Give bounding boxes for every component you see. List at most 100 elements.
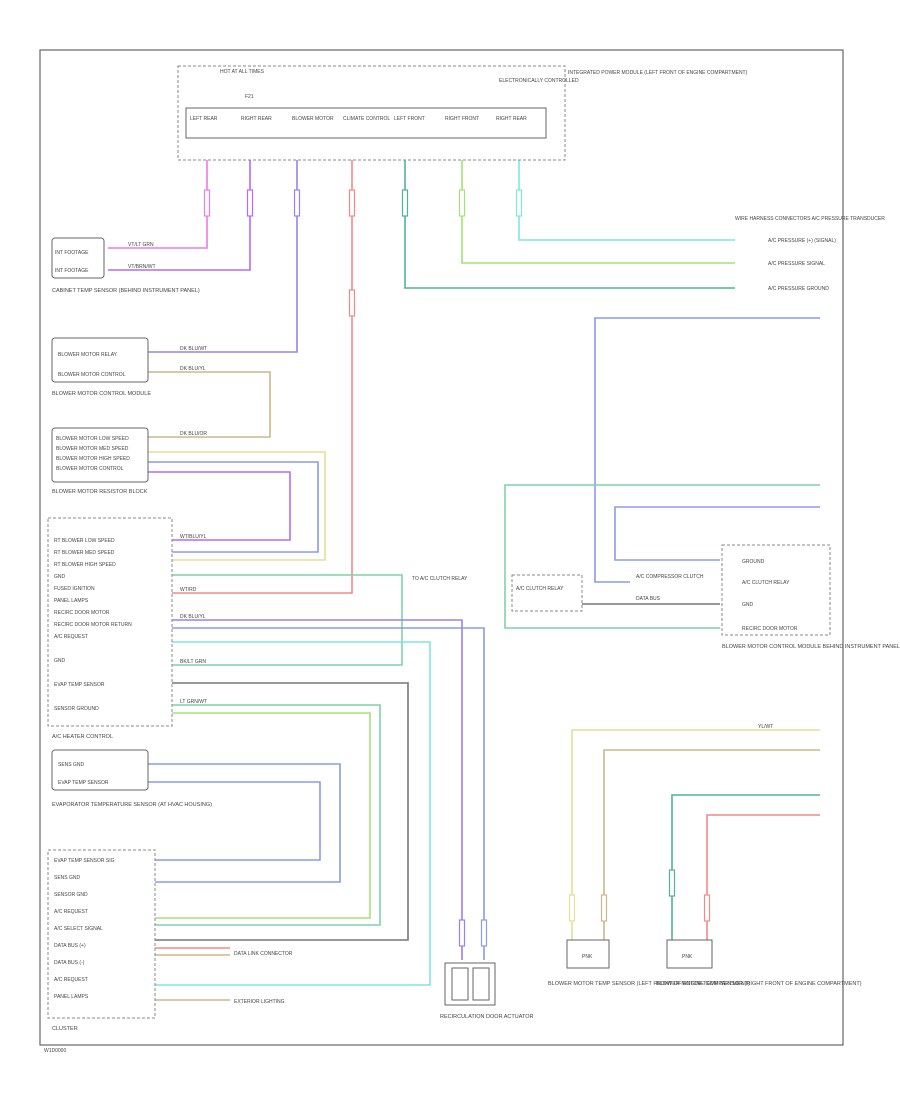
relay-caption: A/C CLUTCH RELAY bbox=[516, 586, 564, 592]
hvac-pin-12: EVAP TEMP SENSOR bbox=[54, 682, 105, 688]
wire-blue-right bbox=[594, 317, 820, 583]
right-relay-label-3: GND bbox=[742, 602, 754, 608]
hvac-pin-14: SENSOR GROUND bbox=[54, 706, 99, 712]
right-relay-label-4: RECIRC DOOR MOTOR bbox=[742, 626, 798, 632]
wire-blue-3 bbox=[172, 627, 485, 960]
cluster-pin-5: DATA BUS (+) bbox=[54, 943, 86, 949]
top-cell-6: RIGHT REAR bbox=[496, 116, 527, 122]
wire-violet-2 bbox=[172, 619, 463, 960]
right-temp-sensor-box bbox=[666, 939, 713, 969]
wire-label-1: VT/LT GRN bbox=[128, 242, 154, 248]
resistor-pin-0: BLOWER MOTOR LOW SPEED bbox=[56, 436, 129, 442]
connector-stub-4 bbox=[401, 189, 409, 217]
connector-stubs bbox=[203, 189, 711, 947]
hvac-control-box bbox=[47, 517, 173, 727]
wire-blue-right-2 bbox=[614, 506, 820, 561]
wire-label-8: BK/LT GRN bbox=[180, 659, 206, 665]
top-module-sub: ELECTRONICALLY CONTROLLED bbox=[499, 78, 579, 84]
right-caption: BLOWER MOTOR CONTROL MODULE BEHIND INSTR… bbox=[722, 644, 900, 650]
pressure-label-3: A/C PRESSURE GROUND bbox=[768, 286, 829, 292]
recirc-caption: RECIRCULATION DOOR ACTUATOR bbox=[440, 1014, 534, 1020]
connector-stub-13 bbox=[703, 894, 711, 922]
wire-violet bbox=[148, 160, 298, 353]
cluster-pin-7: A/C REQUEST bbox=[54, 977, 88, 983]
cabinet-sensor-box bbox=[51, 237, 105, 279]
wire-green-right bbox=[504, 484, 820, 629]
left-temp-sensor-label: PNK bbox=[582, 954, 593, 960]
resistor-block-caption: BLOWER MOTOR RESISTOR BLOCK bbox=[52, 489, 148, 495]
cluster-box bbox=[47, 849, 156, 1019]
cluster-pin-0: EVAP TEMP SENSOR SIG bbox=[54, 858, 115, 864]
connector-stub-1 bbox=[246, 189, 254, 217]
wire-pink bbox=[108, 160, 208, 249]
cabinet-sensor-pin-1: INT FOOTAGE bbox=[55, 250, 89, 256]
right-relay-label-1: GROUND bbox=[742, 559, 765, 565]
wire-teal bbox=[404, 160, 735, 289]
wire-label-11: YL/WT bbox=[758, 724, 773, 730]
right-temp-sensor-caption: BLOWER MOTOR TEMP SENSOR (RIGHT FRONT OF… bbox=[656, 981, 862, 987]
connector-stub-10 bbox=[568, 894, 576, 922]
link-note: TO A/C CLUTCH RELAY bbox=[412, 576, 468, 582]
wire-magenta bbox=[108, 160, 251, 271]
pressure-label-1: A/C PRESSURE (+) (SIGNAL) bbox=[768, 238, 836, 244]
cluster-pin-2: SENSOR GND bbox=[54, 892, 88, 898]
clutch-relay-box bbox=[721, 544, 831, 636]
cluster-caption: CLUSTER bbox=[52, 1026, 78, 1032]
wire-lime bbox=[461, 160, 735, 264]
wire-labels: VT/LT GRN VT/BRN/WT DK BLU/WT DK BLU/YL … bbox=[128, 242, 773, 730]
cluster-pin-1: SENS GND bbox=[54, 875, 81, 881]
blower-relay-pin-1: BLOWER MOTOR RELAY bbox=[58, 352, 118, 358]
recirc-actuator-half-1 bbox=[451, 967, 469, 1001]
wire-label-6: WT/BLU/YL bbox=[180, 534, 207, 540]
hvac-pin-5: PANEL LAMPS bbox=[54, 598, 89, 604]
wire-label-5: DK BLU/OR bbox=[180, 431, 207, 437]
connector-stub-12 bbox=[668, 869, 676, 897]
cluster-pin-3: A/C REQUEST bbox=[54, 909, 88, 915]
wire-cyan bbox=[518, 160, 735, 241]
wire-yellow-right bbox=[571, 729, 820, 940]
resistor-pin-3: BLOWER MOTOR CONTROL bbox=[56, 466, 124, 472]
cluster-pin-4: A/C SELECT SIGNAL bbox=[54, 926, 103, 932]
evap-sensor-box bbox=[51, 749, 149, 791]
top-module-header: HOT AT ALL TIMES bbox=[220, 69, 265, 75]
wire-blue-4 bbox=[148, 763, 341, 883]
pressure-label-2: A/C PRESSURE SIGNAL bbox=[768, 261, 825, 267]
cabinet-sensor-caption: CABINET TEMP SENSOR (BEHIND INSTRUMENT P… bbox=[52, 288, 200, 294]
top-module-ident: INTEGRATED POWER MODULE (LEFT FRONT OF E… bbox=[568, 70, 748, 76]
wire-yellow bbox=[148, 451, 326, 561]
wire-red-right bbox=[706, 814, 820, 940]
wire-label-7: DK BLU/YL bbox=[180, 614, 206, 620]
wire-blue-2 bbox=[148, 461, 319, 553]
connector-stub-11 bbox=[600, 894, 608, 922]
connector-stub-9 bbox=[480, 919, 488, 947]
connector-stub-2 bbox=[293, 189, 301, 217]
connector-stub-5 bbox=[458, 189, 466, 217]
wire-label-10: WT/RD bbox=[180, 587, 197, 593]
wire-green-2 bbox=[155, 704, 381, 926]
top-cell-0: LEFT REAR bbox=[190, 116, 218, 122]
connector-stub-6 bbox=[515, 189, 523, 217]
cluster-note-2: EXTERIOR LIGHTING bbox=[234, 999, 285, 1005]
right-temp-sensor-label: PNK bbox=[682, 954, 693, 960]
top-cell-4: LEFT FRONT bbox=[394, 116, 425, 122]
top-cell-3: CLIMATE CONTROL bbox=[343, 116, 390, 122]
hvac-pin-1: RT BLOWER MED SPEED bbox=[54, 550, 115, 556]
connector-stub-7 bbox=[348, 289, 356, 317]
hvac-pin-6: RECIRC DOOR MOTOR bbox=[54, 610, 110, 616]
hvac-pin-8: A/C REQUEST bbox=[54, 634, 88, 640]
hvac-pin-3: GND bbox=[54, 574, 66, 580]
footer-code: W1D0000 bbox=[44, 1048, 66, 1054]
hvac-pin-4: FUSED IGNITION bbox=[54, 586, 95, 592]
left-components: INT FOOTAGE INT FOOTAGE CABINET TEMP SEN… bbox=[47, 237, 293, 1032]
wire-tan-right bbox=[603, 749, 820, 940]
cabinet-sensor-pin-2: INT FOOTAGE bbox=[55, 268, 89, 274]
wire-dark-1 bbox=[155, 682, 409, 941]
right-side: WIRE HARNESS CONNECTORS A/C PRESSURE TRA… bbox=[412, 216, 900, 1020]
wire-teal-right bbox=[671, 794, 820, 940]
right-relay-label-2: A/C CLUTCH RELAY bbox=[742, 580, 790, 586]
resistor-pin-2: BLOWER MOTOR HIGH SPEED bbox=[56, 456, 130, 462]
top-module-box bbox=[177, 65, 566, 161]
wire-cyan-2 bbox=[155, 641, 431, 986]
hvac-pin-7: RECIRC DOOR MOTOR RETURN bbox=[54, 622, 132, 628]
